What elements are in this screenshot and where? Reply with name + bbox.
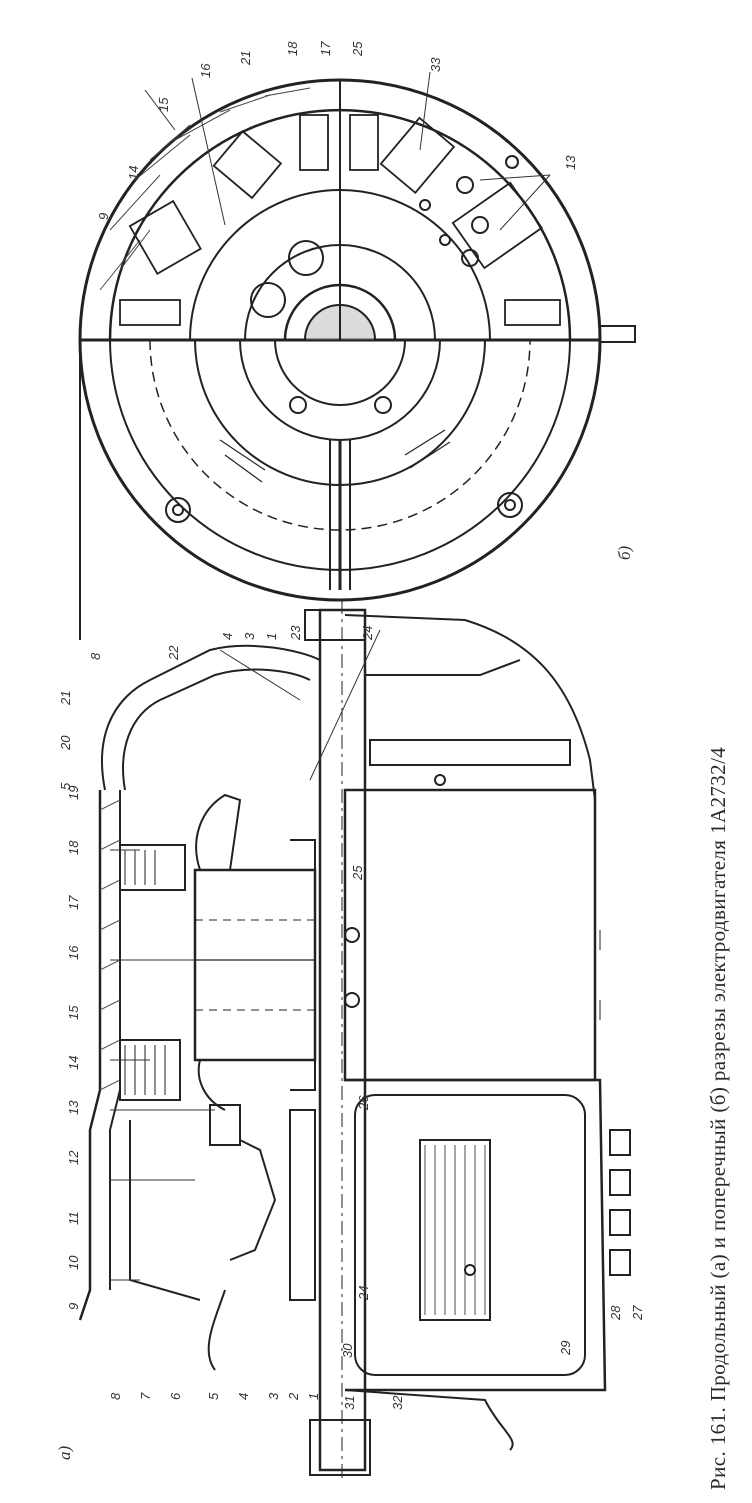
long-label: 3 — [242, 632, 257, 640]
cross-label: 9 — [96, 213, 111, 220]
long-label: 5 — [58, 782, 73, 790]
long-label: 10 — [66, 1255, 81, 1270]
longitudinal-labels: 1 2 3 4 5 6 7 8 9 10 11 12 13 14 15 16 1… — [58, 625, 645, 1410]
long-label: 25 — [350, 865, 365, 881]
leader-lines — [110, 71, 551, 1281]
long-label: 3 — [266, 1392, 281, 1400]
long-label: 4 — [236, 1393, 251, 1400]
long-label: 24 — [356, 1286, 371, 1301]
long-label: 9 — [66, 1303, 81, 1310]
long-label: 7 — [138, 1392, 153, 1400]
long-label: 6 — [168, 1392, 183, 1400]
cross-label: 18 — [285, 41, 300, 56]
long-label: 15 — [66, 1005, 81, 1020]
long-label: 26 — [356, 1095, 371, 1111]
long-label: 8 — [88, 652, 103, 660]
cross-label: 17 — [318, 41, 333, 56]
cross-label: 25 — [350, 41, 365, 57]
long-label: 19 — [66, 786, 81, 800]
long-label: 29 — [558, 1341, 573, 1356]
long-label: 24 — [360, 626, 375, 641]
long-label: 12 — [66, 1150, 81, 1165]
cross-label: 14 — [126, 166, 141, 180]
cross-label: 15 — [156, 97, 171, 112]
long-label: 8 — [108, 1392, 123, 1400]
long-label: 23 — [288, 625, 303, 641]
long-label: 2 — [286, 1392, 301, 1401]
cross-label: 13 — [563, 155, 578, 170]
long-label: 32 — [390, 1395, 405, 1410]
cross-label: 16 — [198, 63, 213, 78]
long-label: 14 — [66, 1056, 81, 1070]
long-label: 13 — [66, 1100, 81, 1115]
long-label: 22 — [166, 645, 181, 661]
long-label: 21 — [58, 691, 73, 706]
long-label: 27 — [630, 1305, 645, 1321]
long-label: 18 — [66, 840, 81, 855]
longitudinal-section-view — [78, 600, 631, 1480]
cross-section-view — [78, 78, 636, 640]
cross-labels: 9 14 15 16 21 18 17 25 33 13 — [96, 41, 578, 220]
long-label: 17 — [66, 895, 81, 910]
cross-label: 33 — [428, 57, 443, 72]
panel-labels: а) б) — [55, 545, 634, 1460]
figure-caption: Рис. 161. Продольный (а) и поперечный (б… — [706, 746, 730, 1490]
panel-label-cross: б) — [615, 545, 634, 560]
long-label: 11 — [66, 1212, 81, 1226]
long-label: 1 — [306, 1393, 321, 1400]
long-label: 1 — [264, 633, 279, 640]
panel-label-longitudinal: а) — [55, 1446, 74, 1461]
long-label: 28 — [608, 1305, 623, 1321]
long-label: 31 — [342, 1396, 357, 1410]
long-label: 16 — [66, 945, 81, 960]
long-label: 4 — [220, 633, 235, 640]
cross-label: 21 — [238, 51, 253, 66]
long-label: 5 — [206, 1392, 221, 1400]
long-label: 20 — [58, 735, 73, 751]
long-label: 30 — [340, 1343, 355, 1358]
